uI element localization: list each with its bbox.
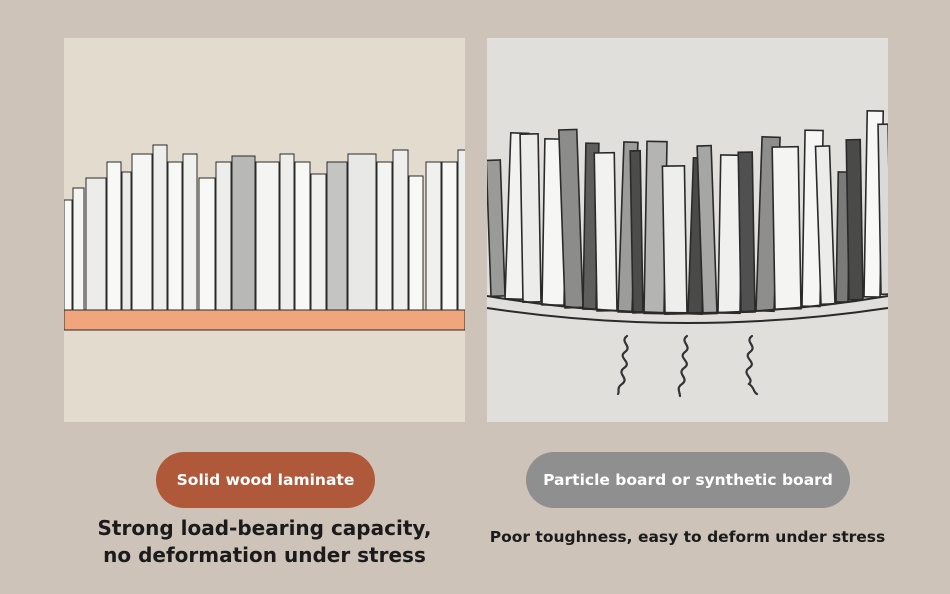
book-spine [294,161,311,311]
book-spine [392,149,409,311]
particle-board-illustration [487,38,888,422]
book-spine [376,161,393,311]
particle-board-caption: Poor toughness, easy to deform under str… [489,528,886,546]
book-spine [347,153,377,311]
straight-shelf-with-books [64,144,465,331]
book-spine [737,151,756,314]
sagging-shelf-top-edge [487,295,888,314]
solid-wood-caption: Strong load-bearing capacity, no deforma… [64,515,465,569]
book-spine [121,171,132,311]
solid-wood-label: Solid wood laminate [156,452,375,508]
book-spine [519,133,542,303]
particle-board-label: Particle board or synthetic board [526,452,850,508]
book-spine [279,153,295,311]
book-spine [593,151,618,312]
book-spine [408,175,424,311]
book-spine [152,144,168,311]
book-spine [131,153,153,311]
stress-wave-icon [616,334,629,396]
book-spine [661,164,688,315]
caption-line: no deformation under stress [103,543,426,567]
book-spine [198,177,216,311]
book-spine [72,187,85,311]
book-spine [771,145,802,310]
book-spine [215,161,232,311]
book-spine [310,173,327,311]
book-spine [326,161,348,311]
stress-wave-icon [677,334,689,398]
book-spine [425,161,442,311]
book-spine [167,161,183,311]
book-spine [629,149,644,314]
book-spine [64,199,73,311]
book-spine [487,159,506,298]
book-spine [255,161,280,311]
book-spine [231,155,256,311]
book-spine [106,161,122,311]
stress-wave-icon [745,334,759,396]
book-spine [457,149,465,311]
book-row [487,109,888,316]
straight-shelf-board [64,309,465,331]
book-spine [877,123,888,296]
solid-wood-illustration [64,38,465,422]
book-spine [182,153,198,311]
book-spine [85,177,107,311]
sagging-shelf-bottom-edge [487,307,888,324]
book-spine [845,138,864,301]
book-spine [441,161,458,311]
caption-line: Strong load-bearing capacity, [97,516,432,540]
book-row [64,144,465,311]
sagging-shelf-with-books [487,109,888,398]
